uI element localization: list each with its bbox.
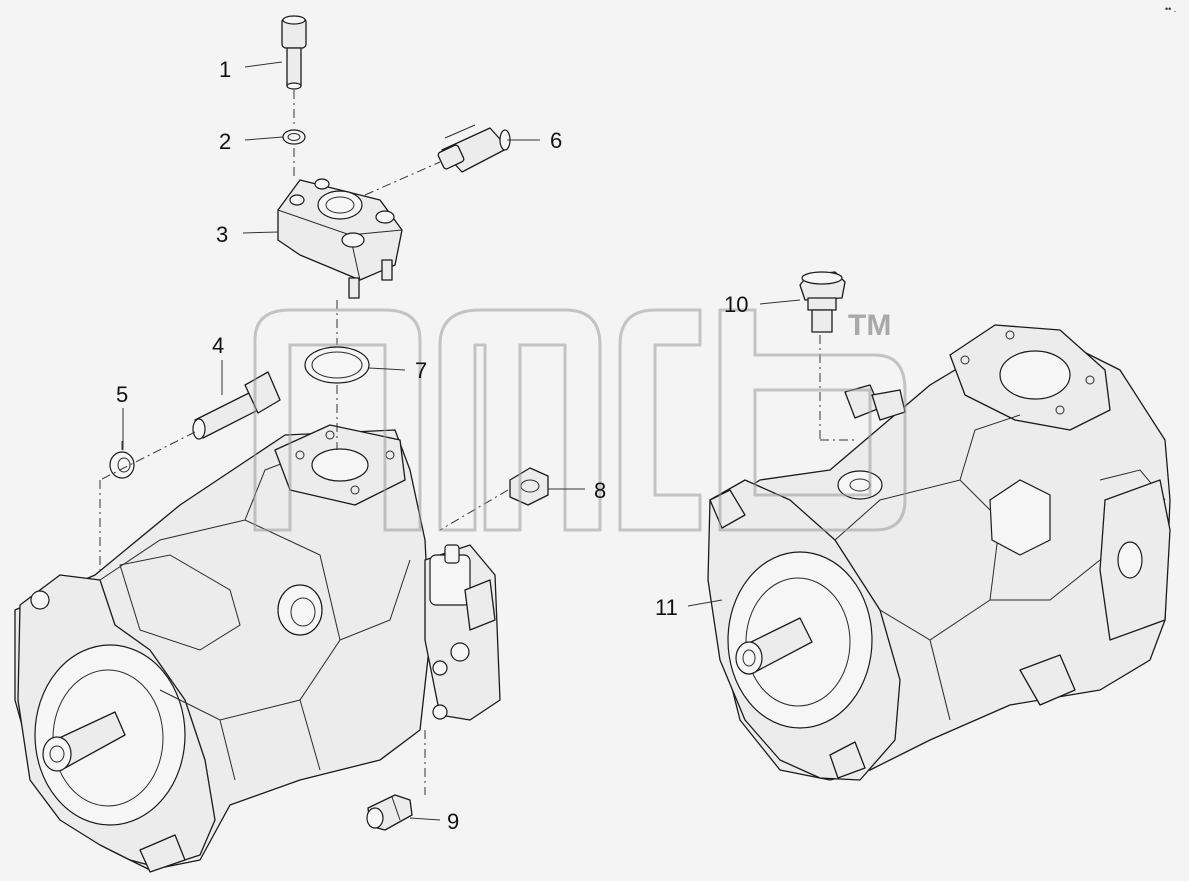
part-4-plug (192, 371, 281, 440)
corner-mark: •• . (1165, 4, 1176, 14)
part-1-cap-screw (281, 15, 307, 90)
centerlines (99, 90, 855, 795)
part-8-plug-screw (509, 467, 549, 506)
part-11-pump (707, 324, 1171, 781)
watermark-tm: TM (848, 309, 891, 342)
callout-8: 8 (594, 478, 606, 503)
part-2-washer (282, 129, 306, 145)
part-10-fitting (799, 271, 846, 333)
part-9-fitting (366, 794, 413, 831)
leader-lines (122, 61, 801, 821)
callout-7: 7 (415, 358, 427, 383)
callout-2: 2 (219, 129, 231, 154)
part-7-o-ring (304, 346, 370, 384)
part-6-sensor (437, 124, 511, 173)
callout-6: 6 (550, 128, 562, 153)
part-3-adapter-block (277, 178, 403, 299)
part-5-washer (109, 451, 135, 479)
callout-labels: 1 2 3 4 5 6 7 8 9 10 11 (116, 57, 748, 834)
callout-10: 10 (724, 292, 748, 317)
callout-3: 3 (216, 222, 228, 247)
callout-9: 9 (447, 809, 459, 834)
left-pump-body (14, 424, 501, 873)
callout-4: 4 (212, 333, 224, 358)
callout-5: 5 (116, 382, 128, 407)
callout-1: 1 (219, 57, 231, 82)
watermark-logo: TM (253, 308, 907, 532)
callout-11: 11 (655, 595, 678, 620)
